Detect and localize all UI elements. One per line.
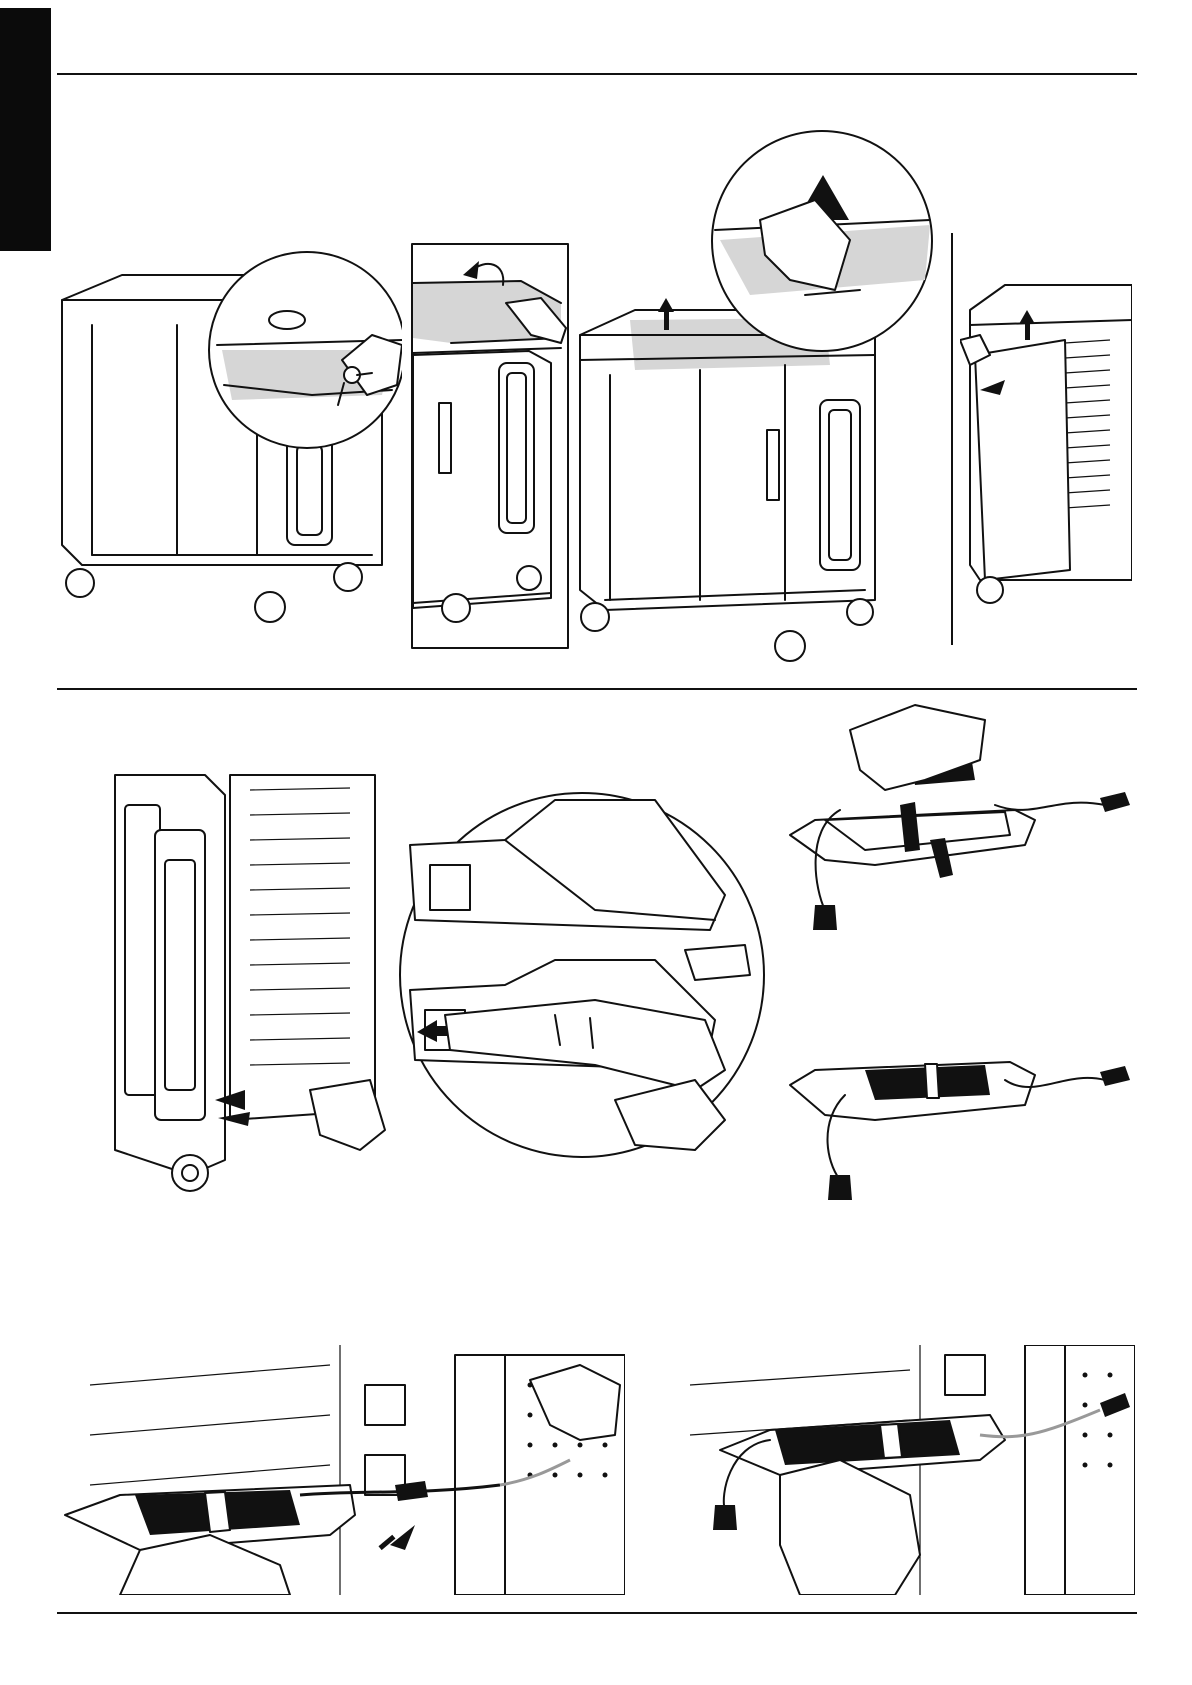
figure-lid-open <box>411 243 569 649</box>
section-tab-marker <box>0 8 51 251</box>
bottom-rule <box>57 1612 1137 1614</box>
figure-divider <box>951 233 953 645</box>
figure-adapter-connect <box>60 1345 625 1595</box>
figure-tray-release-zoom <box>395 780 770 1170</box>
top-rule <box>57 73 1137 75</box>
figure-tray-release <box>110 770 390 1200</box>
figure-cart-unlock <box>52 245 402 640</box>
figure-lid-lift <box>575 130 935 670</box>
figure-adapter-insert <box>785 700 1140 960</box>
figure-adapter-seated <box>785 1040 1140 1220</box>
figure-adapter-installed <box>680 1345 1135 1595</box>
middle-rule <box>57 688 1137 690</box>
figure-door-removal <box>960 280 1132 610</box>
